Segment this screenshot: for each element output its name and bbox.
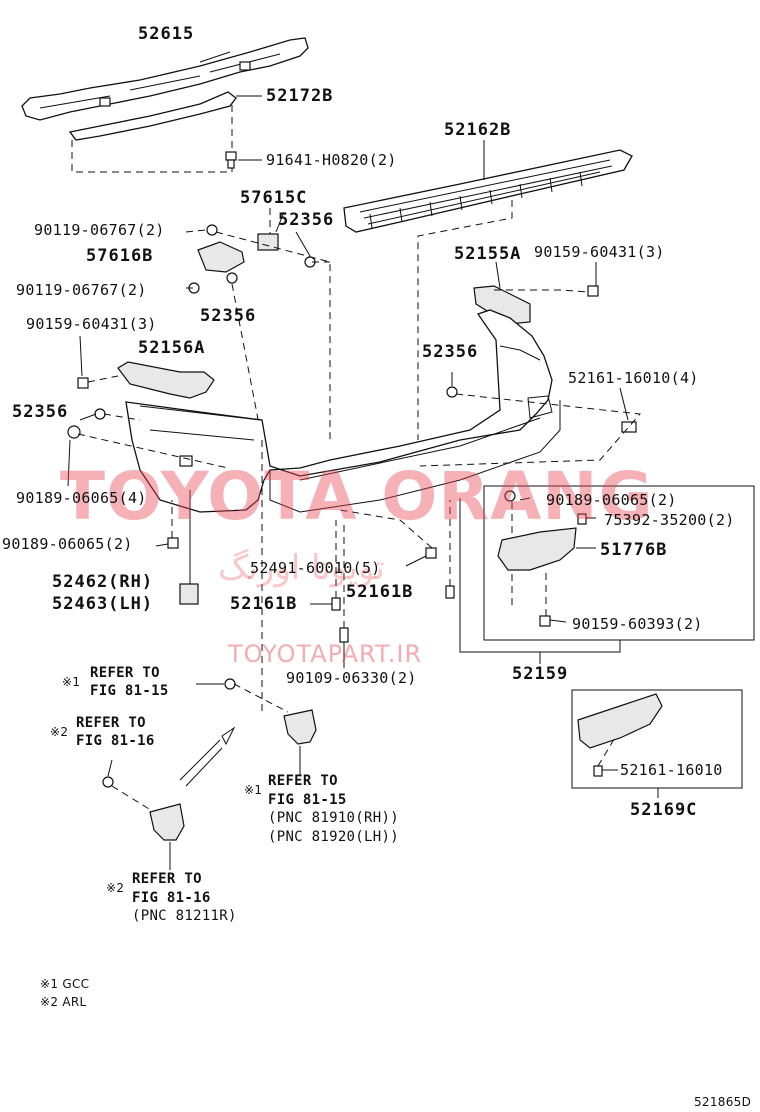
label-52356-c: 52356: [422, 342, 479, 362]
ref3-line1: REFER TO: [268, 773, 338, 789]
ref4-line2: FIG 81-16: [132, 890, 211, 906]
label-90159-c: 90159-60393(2): [572, 615, 703, 633]
ref1-mark: ※1: [62, 675, 81, 689]
label-90109: 90109-06330(2): [286, 669, 417, 687]
retainer-52172b: [68, 91, 237, 141]
ref3-mark: ※1: [244, 783, 263, 797]
label-52491: 52491-60010(5): [250, 559, 381, 577]
label-57615c: 57615C: [240, 188, 308, 208]
ref2-mark: ※2: [50, 725, 69, 739]
label-90159-b: 90159-60431(3): [26, 315, 157, 333]
label-90189-b: 90189-06065(2): [546, 491, 677, 509]
legend-item-arl: ※2 ARL: [40, 995, 87, 1009]
figure-id: 521865D: [694, 1095, 752, 1109]
label-52161b-a: 52161B: [346, 582, 414, 602]
ref3-line4: (PNC 81920(LH)): [268, 829, 399, 845]
watermark-farsi: تویوتا اورنگ: [218, 548, 385, 588]
label-52156a: 52156A: [138, 338, 206, 358]
label-52356-b: 52356: [200, 306, 257, 326]
step-cover-52162b: [343, 149, 633, 233]
label-91641: 91641-H0820(2): [266, 151, 397, 169]
bracket-57615c: [257, 233, 279, 251]
bracket-57616b: [197, 241, 245, 273]
sub-assembly-box-52169c: [571, 689, 743, 789]
label-57616b: 57616B: [86, 246, 154, 266]
label-52356-d: 52356: [12, 402, 69, 422]
label-52162b: 52162B: [444, 120, 512, 140]
label-75392: 75392-35200(2): [604, 511, 735, 529]
ref1-line2: FIG 81-15: [90, 683, 169, 699]
label-90119-b: 90119-06767(2): [16, 281, 147, 299]
label-52159: 52159: [512, 664, 569, 684]
bracket-52155a: [473, 285, 531, 325]
label-90159-a: 90159-60431(3): [534, 243, 665, 261]
label-90189-a: 90189-06065(4): [16, 489, 147, 507]
label-52161-a: 52161-16010(4): [568, 369, 699, 387]
label-52169c: 52169C: [630, 800, 698, 820]
reinforcement-52615: [21, 37, 309, 121]
label-90189-c: 90189-06065(2): [2, 535, 133, 553]
ref3-line3: (PNC 81910(RH)): [268, 810, 399, 826]
label-52161-b: 52161-16010: [620, 761, 723, 779]
ref4-line1: REFER TO: [132, 871, 202, 887]
label-52615: 52615: [138, 24, 195, 44]
ref2-line1: REFER TO: [76, 715, 146, 731]
legend-item-gcc: ※1 GCC: [40, 977, 90, 991]
label-52463: 52463(LH): [52, 594, 154, 614]
watermark-main: TOYOTA ORANG: [60, 458, 654, 535]
ref4-mark: ※2: [106, 881, 125, 895]
label-90119-a: 90119-06767(2): [34, 221, 165, 239]
ref2-line2: FIG 81-16: [76, 733, 155, 749]
label-52161b-b: 52161B: [230, 594, 298, 614]
label-52155a: 52155A: [454, 244, 522, 264]
ref1-line1: REFER TO: [90, 665, 160, 681]
label-51776b: 51776B: [600, 540, 668, 560]
watermark-site: TOYOTAPART.IR: [228, 640, 423, 668]
label-52462: 52462(RH): [52, 572, 154, 592]
garnish-51776b: [497, 527, 577, 571]
bracket-52156a: [117, 361, 215, 399]
label-52356-a: 52356: [278, 210, 335, 230]
ref4-line3: (PNC 81211R): [132, 908, 237, 924]
label-52172b: 52172B: [266, 86, 334, 106]
ref3-line2: FIG 81-15: [268, 792, 347, 808]
bolt-91641: [225, 151, 237, 169]
bumper-cover: [125, 309, 561, 513]
sub-assembly-box-52159: [483, 485, 755, 641]
